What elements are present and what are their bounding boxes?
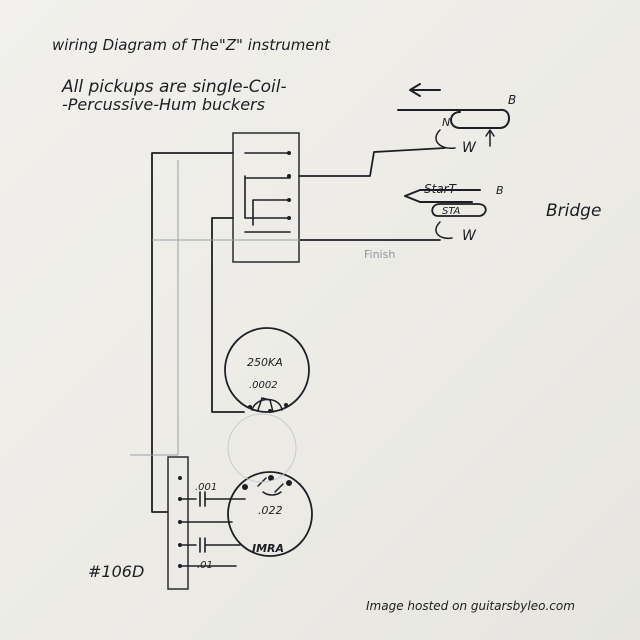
bridge-label: Bridge [546,201,601,221]
cap-lower-value: .01 [197,560,213,571]
finish-label: Finish [364,248,395,261]
neck-pickup: B N W [397,93,516,156]
diagram-title: wiring Diagram of The"Z" instrument [52,36,331,54]
volume-pot-cap: .0002 [249,380,278,391]
wires [130,147,446,513]
tone-pot: .022 IMRA [227,471,313,557]
volume-pot-value: 250KA [247,356,283,369]
pickup-note-line1: All pickups are single-Coil- [61,77,287,97]
watermark-text: Image hosted on guitarsbyleo.com [366,599,575,613]
pickup-note-line2: -Percussive-Hum buckers [62,95,265,114]
part-number: #106D [88,562,144,581]
neck-pickup-b-label: B [508,93,516,107]
neck-pickup-n-label: N [442,116,450,129]
bridge-pickup-b-label: B [496,184,504,197]
selector-switch [232,132,300,263]
tone-pot-cap: .022 [258,504,283,517]
bridge-pickup: StarT B STA W [404,182,504,244]
tone-pot-maker: IMRA [252,542,284,555]
bridge-pickup-start-label: StarT [424,182,458,196]
arrow-left-icon [409,83,441,97]
volume-pot: 250KA .0002 [224,327,310,413]
pencil-guide-circle [227,413,297,483]
output-jack-strip: .001 .01 [167,456,246,590]
bridge-pickup-sta-label: STA [442,206,461,217]
cap-upper-value: .001 [195,482,217,493]
bridge-pickup-w-label: W [462,228,477,244]
neck-pickup-w-label: W [462,140,477,156]
